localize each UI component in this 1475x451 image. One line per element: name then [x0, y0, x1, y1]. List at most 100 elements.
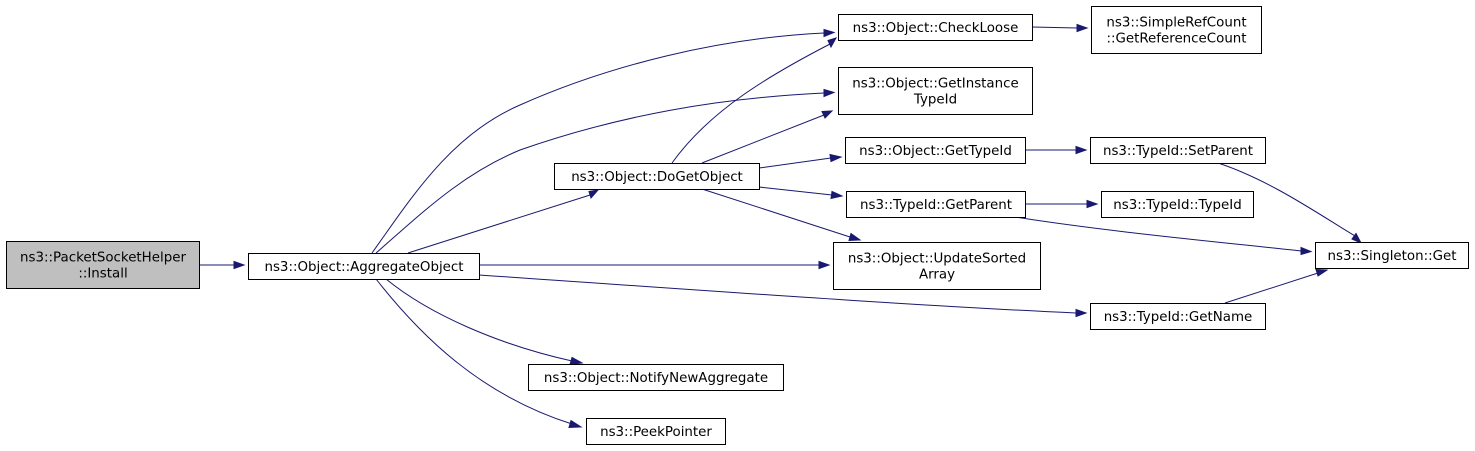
edge-install-to-aggregate	[199, 260, 246, 270]
node-label-line: ns3::Object::AggregateObject	[264, 260, 463, 275]
node-box	[845, 137, 1026, 164]
edge-line	[407, 194, 591, 254]
edge-line	[701, 114, 825, 164]
arrowhead-icon	[568, 419, 583, 429]
node-box	[1091, 6, 1262, 54]
node-label-line: ns3::PacketSocketHelper	[20, 251, 186, 266]
arrowhead-icon	[848, 232, 862, 242]
edge-dogetobject-to-getinstancetypeid	[701, 110, 834, 164]
edge-getparent-to-singleton	[1014, 216, 1313, 256]
arrowhead-icon	[1086, 199, 1099, 209]
edge-getparent-to-typeid	[1025, 199, 1099, 209]
node-label-line: ns3::Object::GetInstance	[852, 77, 1018, 92]
node-dogetobject[interactable]: ns3::Object::DoGetObject	[554, 163, 760, 190]
edge-line	[1031, 26, 1078, 29]
edge-aggregate-to-getname	[478, 274, 1088, 318]
arrowhead-icon	[569, 356, 584, 366]
edge-gettypeid-to-setparent	[1025, 145, 1088, 155]
edge-line	[1014, 216, 1302, 252]
node-box	[838, 67, 1033, 115]
edge-getname-to-singleton	[1224, 268, 1329, 304]
edge-line	[758, 157, 832, 169]
edge-line	[701, 188, 851, 238]
node-box	[248, 253, 480, 280]
arrowhead-icon	[1075, 308, 1088, 318]
arrowhead-icon	[823, 88, 836, 98]
node-label-line: TypeId	[913, 93, 957, 108]
edge-checkloose-to-getrefcount	[1031, 23, 1089, 33]
node-box	[1090, 137, 1266, 164]
arrowhead-icon	[588, 189, 600, 200]
node-label-line: ns3::SimpleRefCount	[1106, 16, 1246, 31]
node-gettypeid[interactable]: ns3::Object::GetTypeId	[845, 137, 1026, 164]
node-box	[1101, 191, 1254, 218]
arrowhead-icon	[1351, 232, 1363, 245]
edge-aggregate-to-getinstancetypeid	[375, 88, 836, 254]
node-box	[528, 364, 784, 391]
arrowhead-icon	[1300, 246, 1313, 256]
edge-line	[375, 92, 825, 254]
node-label-line: ns3::Object::CheckLoose	[853, 21, 1019, 36]
arrowhead-icon	[1076, 23, 1089, 33]
edges-layer	[199, 23, 1363, 429]
node-box	[838, 14, 1033, 41]
node-label-line: ns3::Object::GetTypeId	[859, 144, 1012, 159]
node-getrefcount[interactable]: ns3::SimpleRefCount::GetReferenceCount	[1091, 6, 1262, 54]
node-singleton[interactable]: ns3::Singleton::Get	[1315, 242, 1469, 269]
node-label-line: ns3::Object::DoGetObject	[571, 170, 743, 185]
edge-line	[758, 186, 833, 196]
edge-aggregate-to-peek	[375, 278, 583, 429]
node-getname[interactable]: ns3::TypeId::GetName	[1090, 303, 1266, 330]
edge-line	[371, 32, 825, 254]
arrowhead-icon	[830, 190, 844, 200]
node-label-line: ns3::TypeId::TypeId	[1113, 198, 1241, 213]
node-label-line: ::Install	[78, 267, 127, 282]
arrowhead-icon	[829, 153, 843, 163]
node-getparent[interactable]: ns3::TypeId::GetParent	[846, 191, 1026, 218]
node-box	[6, 241, 200, 289]
node-label-line: ns3::Object::NotifyNewAggregate	[544, 371, 768, 386]
edge-line	[671, 43, 831, 164]
node-label-line: ns3::TypeId::SetParent	[1103, 144, 1253, 159]
node-label-line: ns3::Singleton::Get	[1328, 249, 1457, 264]
node-notify[interactable]: ns3::Object::NotifyNewAggregate	[528, 364, 784, 391]
edge-setparent-to-singleton	[1217, 162, 1363, 245]
node-label-line: Array	[919, 268, 955, 283]
arrowhead-icon	[233, 260, 246, 270]
node-label-line: ns3::Object::UpdateSorted	[848, 252, 1026, 267]
node-typeid[interactable]: ns3::TypeId::TypeId	[1101, 191, 1254, 218]
node-aggregate[interactable]: ns3::Object::AggregateObject	[248, 253, 480, 280]
node-install[interactable]: ns3::PacketSocketHelper::Install	[6, 241, 200, 289]
edge-line	[375, 278, 573, 425]
arrowhead-icon	[821, 110, 834, 119]
edge-line	[1224, 272, 1319, 304]
arrowhead-icon	[818, 260, 831, 270]
edge-dogetobject-to-getparent	[758, 186, 844, 200]
node-box	[833, 242, 1041, 290]
arrowhead-icon	[827, 37, 838, 49]
edge-dogetobject-to-gettypeid	[758, 153, 843, 169]
node-setparent[interactable]: ns3::TypeId::SetParent	[1090, 137, 1266, 164]
node-label-line: ::GetReferenceCount	[1106, 32, 1246, 47]
arrowhead-icon	[823, 28, 836, 38]
edge-aggregate-to-notify	[385, 278, 584, 366]
node-box	[1090, 303, 1266, 330]
edge-line	[1217, 162, 1356, 237]
edge-line	[385, 278, 573, 362]
node-label-line: ns3::TypeId::GetParent	[860, 198, 1012, 213]
node-box	[1315, 242, 1469, 269]
node-label-line: ns3::PeekPointer	[600, 425, 712, 440]
node-checkloose[interactable]: ns3::Object::CheckLoose	[838, 14, 1033, 41]
node-box	[554, 163, 760, 190]
edge-aggregate-to-updatesorted	[479, 260, 831, 270]
node-box	[586, 418, 726, 445]
node-box	[846, 191, 1026, 218]
node-label-line: ns3::TypeId::GetName	[1104, 310, 1253, 325]
edge-line	[478, 274, 1077, 314]
edge-aggregate-to-dogetobject	[407, 189, 600, 254]
node-peek[interactable]: ns3::PeekPointer	[586, 418, 726, 445]
